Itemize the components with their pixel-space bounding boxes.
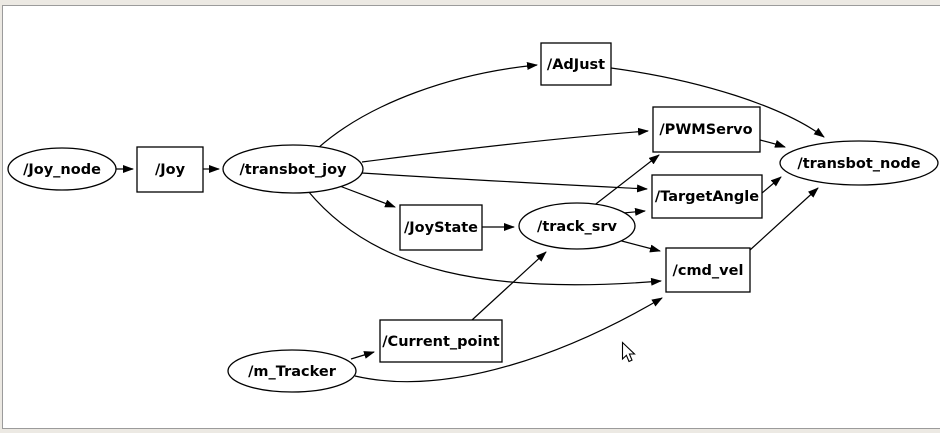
node-transbot-node-label: /transbot_node (797, 156, 920, 172)
topic-pwmservo: /PWMServo (652, 106, 761, 153)
edge-m-tracker-to-cmd-vel (354, 297, 663, 383)
edge-transbot-joy-to-joystate (336, 184, 396, 208)
node-transbot-joy-label: /transbot_joy (239, 162, 347, 178)
topic-cmd-vel: /cmd_vel (665, 247, 751, 293)
edge-current-point-to-track-srv (471, 251, 547, 321)
topic-targetangle-label: /TargetAngle (655, 189, 759, 205)
node-transbot-node: /transbot_node (779, 140, 939, 186)
node-transbot-joy: /transbot_joy (222, 144, 364, 194)
topic-current-point: /Current_point (379, 319, 503, 363)
topic-joy-label: /Joy (155, 162, 186, 178)
topic-joystate: /JoyState (399, 204, 483, 251)
edge-adjust-to-transbot-node (610, 67, 825, 138)
edge-targetangle-to-transbot-node (761, 176, 782, 194)
nodes: /Joy_node /Joy /transbot_joy /AdJust /PW… (7, 42, 939, 393)
edge-transbot-joy-to-pwmservo (361, 127, 649, 163)
topic-adjust: /AdJust (540, 42, 612, 86)
edge-transbot-joy-to-cmd-vel (307, 190, 662, 286)
edge-transbot-joy-to-targetangle (361, 172, 648, 193)
edge-transbot-joy-to-adjust (317, 61, 538, 149)
topic-current-point-label: /Current_point (382, 334, 500, 350)
topic-joystate-label: /JoyState (404, 220, 478, 236)
edge-m-tracker-to-current-point (350, 351, 375, 360)
edge-track-srv-to-cmd-vel (617, 239, 661, 253)
edge-cmd-vel-to-transbot-node (749, 187, 819, 251)
node-m-tracker: /m_Tracker (227, 349, 357, 393)
topic-pwmservo-label: /PWMServo (659, 122, 752, 138)
topic-cmd-vel-label: /cmd_vel (673, 263, 744, 279)
edge-track-srv-to-pwmservo (591, 154, 660, 208)
topic-targetangle: /TargetAngle (651, 174, 763, 219)
edges (116, 61, 825, 383)
node-joy-node-label: /Joy_node (23, 162, 101, 178)
node-track-srv-label: /track_srv (537, 219, 617, 235)
node-track-srv: /track_srv (518, 202, 636, 250)
node-m-tracker-label: /m_Tracker (248, 364, 337, 380)
topic-adjust-label: /AdJust (547, 57, 605, 73)
edge-pwmservo-to-transbot-node (759, 139, 786, 148)
node-joy-node: /Joy_node (7, 147, 117, 191)
mouse-cursor-icon (621, 341, 636, 363)
topic-joy: /Joy (136, 146, 204, 193)
